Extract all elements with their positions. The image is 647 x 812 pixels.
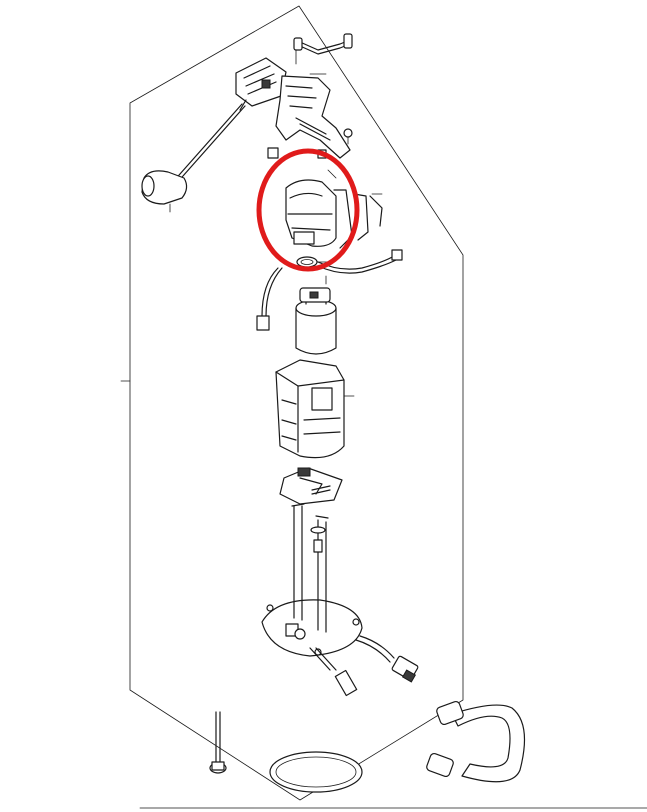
fuel-pump <box>295 275 337 355</box>
fuel-filter <box>279 467 343 505</box>
pump-bracket <box>267 73 353 159</box>
fuel-hose <box>426 700 526 783</box>
outline-frame <box>120 5 464 801</box>
sender-float <box>141 170 188 213</box>
gasket <box>269 751 363 793</box>
pump-plate <box>261 503 363 697</box>
fuel-pressure-regulator <box>285 169 383 249</box>
wiring-lead <box>256 249 403 331</box>
highlight-circle <box>256 148 360 272</box>
fuel-return-pipe <box>293 33 353 65</box>
fuel-level-sender <box>171 57 287 186</box>
pump-case <box>275 359 355 459</box>
bolt <box>209 711 227 774</box>
connector <box>355 635 419 683</box>
